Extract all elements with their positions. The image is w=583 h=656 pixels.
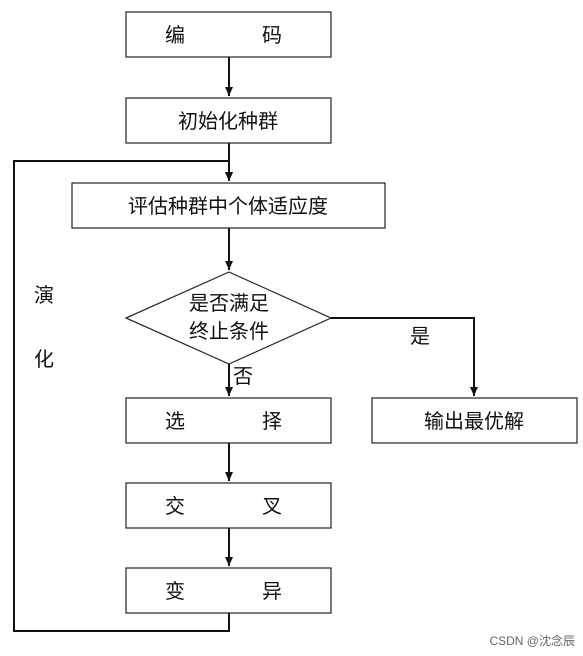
encode-label-left: 编 bbox=[165, 23, 185, 47]
selection-box bbox=[125, 397, 332, 444]
crossover-label-right: 叉 bbox=[262, 494, 282, 518]
edge-label-yes: 是 bbox=[410, 324, 430, 348]
init-population-box bbox=[125, 97, 332, 144]
evolution-label-line1: 演 bbox=[34, 283, 54, 307]
termination-check-line1: 是否满足 bbox=[189, 291, 269, 315]
encode-box bbox=[125, 11, 332, 58]
mutation-label-left: 变 bbox=[165, 579, 185, 603]
selection-label-left: 选 bbox=[165, 409, 185, 433]
edges bbox=[13, 57, 478, 632]
termination-check-diamond bbox=[124, 271, 333, 365]
output-best-node: 输出最优解 bbox=[371, 397, 578, 444]
mutation-label-right: 异 bbox=[262, 579, 282, 603]
mutation-box bbox=[125, 567, 332, 614]
evaluate-fitness-label: 评估种群中个体适应度 bbox=[128, 194, 328, 218]
crossover-node: 交 叉 bbox=[125, 482, 332, 529]
edge-check-to-output bbox=[331, 317, 478, 396]
encode-label-right: 码 bbox=[262, 23, 282, 47]
watermark: CSDN @沈念辰 bbox=[489, 633, 575, 648]
evaluate-fitness-node: 评估种群中个体适应度 bbox=[71, 182, 386, 229]
termination-check-node: 是否满足 终止条件 bbox=[124, 271, 333, 365]
evolution-label-line2: 化 bbox=[34, 347, 54, 371]
termination-check-line2: 终止条件 bbox=[189, 319, 269, 343]
output-best-label: 输出最优解 bbox=[424, 409, 524, 433]
init-population-node: 初始化种群 bbox=[125, 97, 332, 144]
selection-node: 选 择 bbox=[125, 397, 332, 444]
output-best-box bbox=[371, 397, 578, 444]
edge-evolution-loop bbox=[13, 160, 233, 632]
init-population-label: 初始化种群 bbox=[178, 109, 278, 133]
crossover-box bbox=[125, 482, 332, 529]
crossover-label-left: 交 bbox=[165, 494, 185, 518]
edge-label-no: 否 bbox=[233, 364, 253, 388]
selection-label-right: 择 bbox=[262, 409, 282, 433]
evaluate-fitness-box bbox=[71, 182, 386, 229]
encode-node: 编 码 bbox=[125, 11, 332, 58]
mutation-node: 变 异 bbox=[125, 567, 332, 614]
